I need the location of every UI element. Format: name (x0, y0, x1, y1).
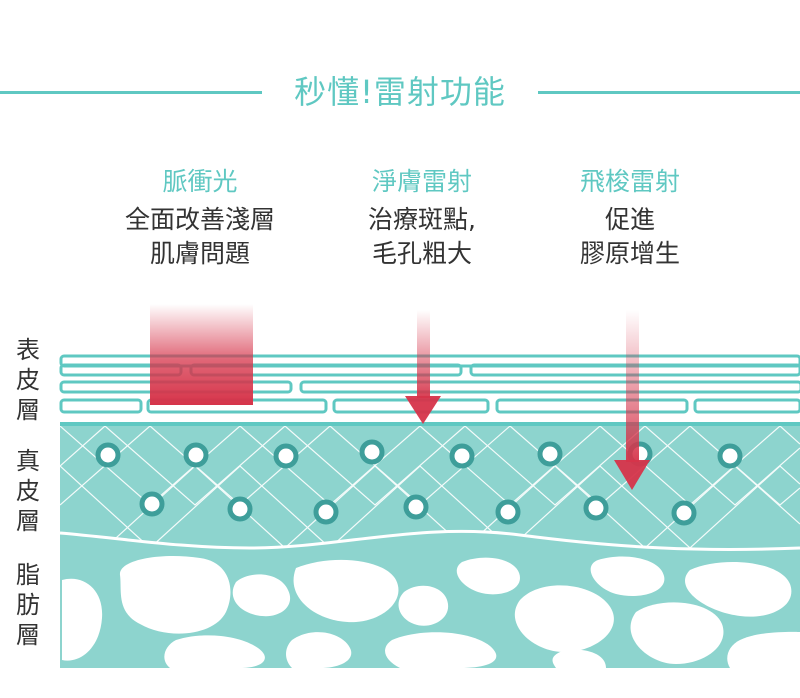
clarifying-laser-arrow (405, 310, 441, 424)
dermis-label: 真 皮 層 (16, 447, 40, 535)
fat-layer (60, 531, 800, 668)
title-line-right (538, 91, 800, 94)
column-ipl: 脈衝光 全面改善淺層 肌膚問題 (90, 165, 310, 271)
column-heading: 飛梭雷射 (579, 167, 680, 196)
title-line-left (0, 91, 262, 94)
column-clarifying-laser: 淨膚雷射 治療斑點, 毛孔粗大 (312, 165, 532, 271)
page-title: 秒懂!雷射功能 (280, 73, 520, 111)
ipl-light-beam (150, 304, 253, 405)
dermis-layer (59, 426, 800, 551)
column-description: 全面改善淺層 肌膚問題 (124, 205, 275, 268)
fractional-laser-arrow (614, 310, 650, 490)
column-description: 促進 膠原增生 (579, 205, 680, 268)
column-heading: 淨膚雷射 (371, 167, 472, 196)
epidermis-label: 表 皮 層 (16, 336, 40, 424)
dermis-cells (95, 439, 743, 526)
title-row: 秒懂!雷射功能 (0, 72, 800, 112)
fat-label: 脂 肪 層 (16, 561, 40, 649)
column-heading: 脈衝光 (162, 167, 238, 196)
column-fractional-laser: 飛梭雷射 促進 膠原增生 (520, 165, 740, 271)
column-description: 治療斑點, 毛孔粗大 (368, 205, 476, 268)
